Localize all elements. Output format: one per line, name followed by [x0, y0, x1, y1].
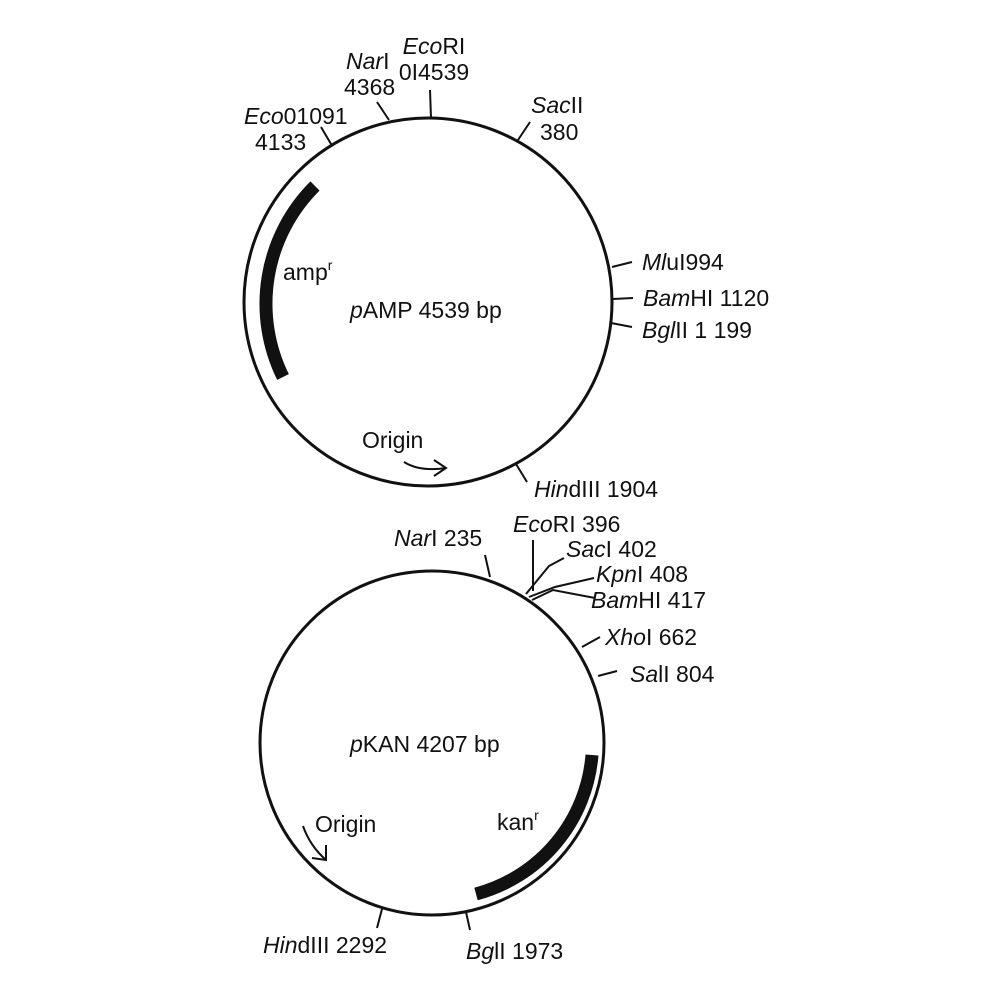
pamp-bamhi-tick: [612, 297, 634, 300]
pkan-gene-label: kanr: [497, 807, 539, 835]
pkan-site-label-ecori: EcoRI 396: [513, 511, 620, 537]
pamp-mlui-tick: [611, 261, 633, 268]
pamp-site-pos-nari: 4368: [344, 74, 395, 100]
pamp-site-label-ecori: EcoRI: [403, 33, 466, 59]
pkan-site-label-nari: NarI 235: [394, 525, 482, 551]
pamp-origin-arrowhead: [433, 459, 448, 477]
pamp-site-label-mlui: MluI994: [642, 249, 724, 275]
pkan-kan-gene-bar: [474, 754, 599, 901]
pamp-site-label-sacii: SacII: [531, 92, 583, 118]
pamp-site-label-nari: NarI: [346, 48, 389, 74]
pamp-site-label-bamhi: BamHI 1120: [643, 285, 769, 311]
pamp-site-pos-sacii: 380: [540, 119, 578, 145]
pamp-nari-tick: [376, 101, 390, 121]
pamp-site-label-hindiii: HindIII 1904: [534, 476, 658, 502]
pkan-bgli-tick: [465, 911, 471, 931]
pamp-bglii-tick: [610, 322, 633, 328]
pamp-site-label-eco01091: Eco01091: [244, 103, 348, 129]
pamp-origin-label: Origin: [362, 427, 423, 453]
pkan-origin-arrow: [302, 825, 327, 861]
pkan-title: pKAN 4207 bp: [349, 731, 500, 757]
pkan-sali-tick: [597, 670, 618, 677]
pamp-gene-label: ampr: [283, 257, 333, 285]
pkan-saci-tick: [525, 557, 565, 595]
pkan-origin-label: Origin: [315, 811, 376, 837]
pkan-site-label-bamhi: BamHI 417: [591, 587, 706, 613]
pkan-bamhi-tick: [531, 588, 596, 601]
pamp-eco01091-tick: [320, 126, 332, 145]
pkan-backbone-circle: [258, 569, 606, 917]
pamp-site-label-bglii: BglII 1 199: [642, 317, 752, 343]
pkan-site-label-hindiii: HindIII 2292: [263, 932, 387, 958]
pamp-plasmid: Eco01091 4133 NarI 4368 EcoRI 0I4539 Sac…: [242, 33, 769, 502]
pamp-ecori-tick: [429, 89, 432, 119]
pkan-site-label-saci: SacI 402: [566, 536, 657, 562]
pamp-origin-arrow: [403, 461, 447, 471]
pkan-hindiii-tick: [376, 908, 383, 929]
pkan-origin-arrowhead: [311, 845, 327, 862]
pamp-amp-gene-bar: [259, 181, 320, 380]
pamp-title: pAMP 4539 bp: [349, 297, 502, 323]
pkan-kpni-tick: [528, 577, 595, 598]
pkan-site-label-kpni: KpnI 408: [596, 561, 688, 587]
pkan-plasmid: NarI 235 EcoRI 396 SacI 402 KpnI 408 Bam…: [258, 511, 715, 964]
pkan-site-label-bgli: BglI 1973: [466, 938, 563, 964]
pamp-backbone-circle: [242, 116, 614, 488]
pkan-site-label-sali: SalI 804: [630, 661, 715, 687]
pkan-xhoi-tick: [581, 636, 601, 648]
pamp-hindiii-tick: [515, 463, 528, 483]
pkan-site-label-xhoi: XhoI 662: [604, 624, 697, 650]
pamp-site-pos-eco01091: 4133: [255, 129, 306, 155]
pamp-sacii-tick: [517, 121, 531, 141]
pamp-site-pos-ecori: 0I4539: [399, 59, 469, 85]
pkan-nari-tick: [484, 554, 491, 578]
